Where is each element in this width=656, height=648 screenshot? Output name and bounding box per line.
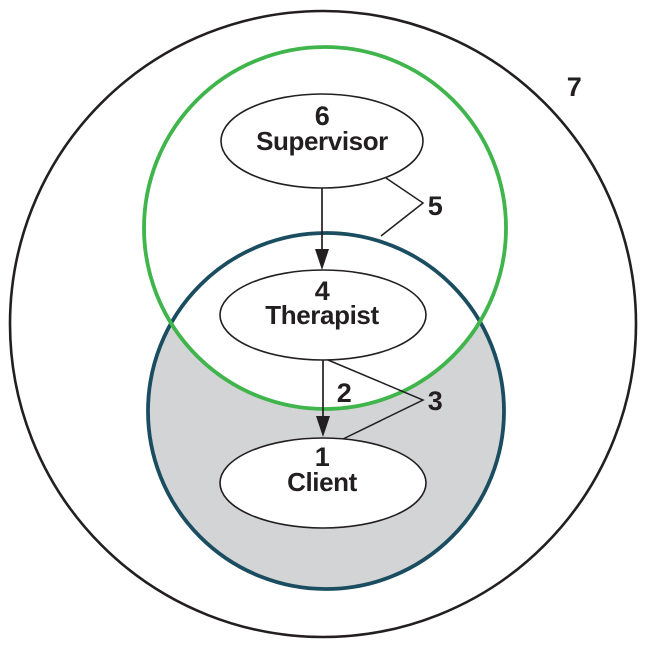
- green-circle: [142, 45, 508, 411]
- client-ellipse: [219, 437, 427, 529]
- therapist-label: Therapist: [265, 300, 379, 330]
- teal-circle: [146, 231, 506, 591]
- supervisory-bracket-connector: [380, 177, 425, 237]
- supervisory-bracket-number: 5: [428, 191, 443, 221]
- supervisor-to-therapist-arrowhead-icon: [315, 249, 329, 270]
- client-number: 1: [315, 442, 330, 472]
- therapist-to-client-arrowhead-icon: [316, 416, 330, 437]
- client-bracket-number: 3: [428, 386, 443, 416]
- therapy-arrow-number: 2: [337, 378, 352, 408]
- supervisor-label: Supervisor: [256, 126, 388, 156]
- therapist-number: 4: [315, 276, 330, 306]
- outer-boundary-number: 7: [567, 72, 582, 102]
- supervisor-number: 6: [315, 101, 330, 131]
- client-label: Client: [287, 467, 358, 497]
- client-bracket-connector: [327, 359, 425, 440]
